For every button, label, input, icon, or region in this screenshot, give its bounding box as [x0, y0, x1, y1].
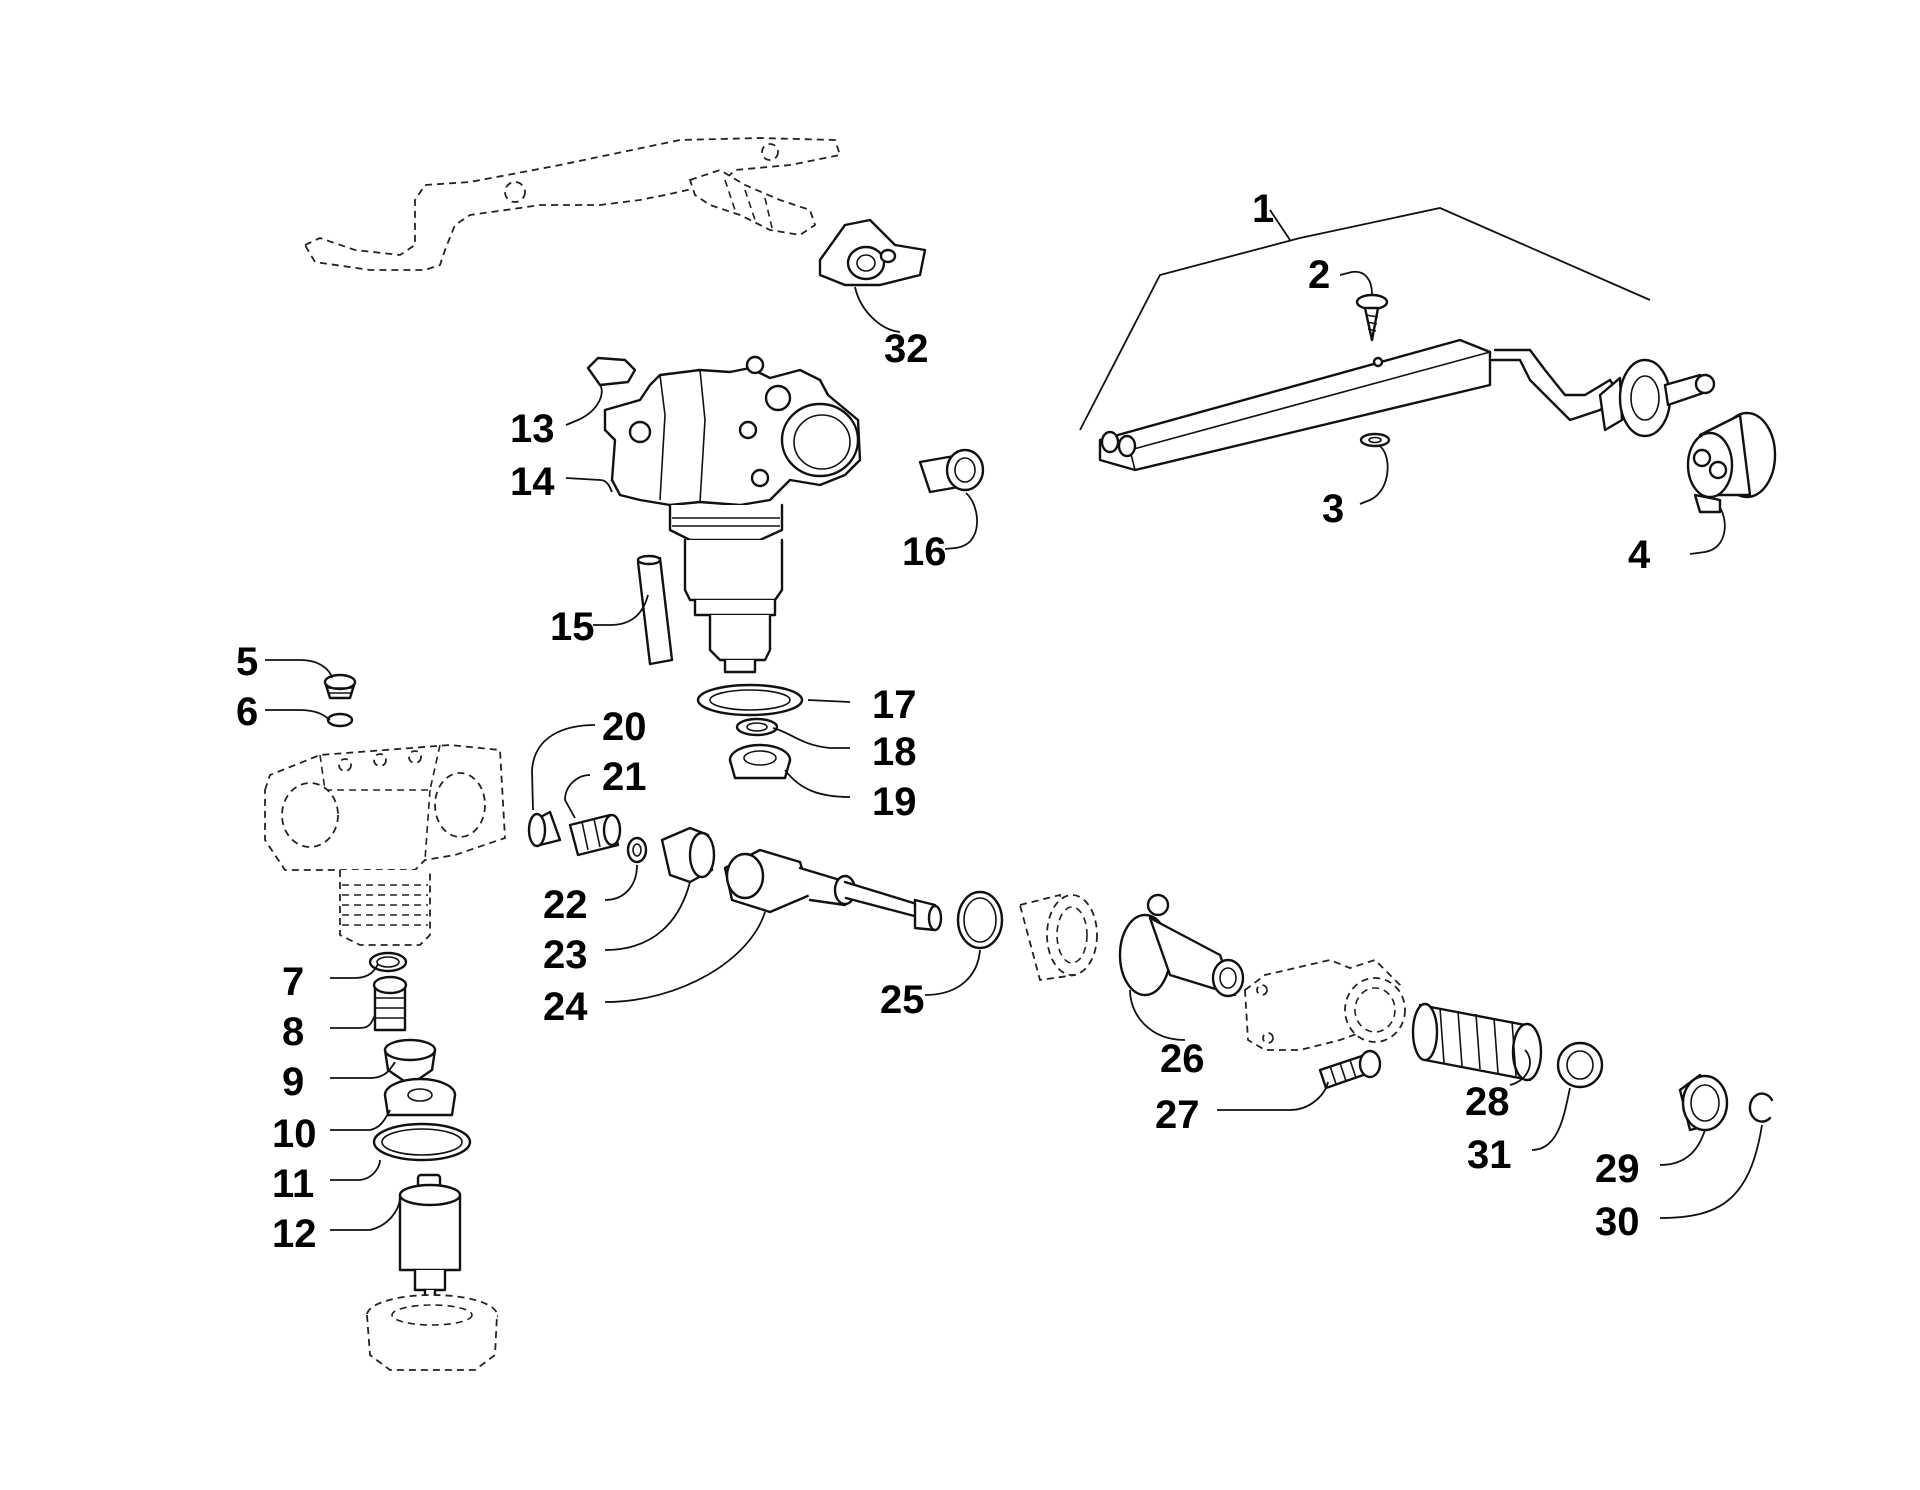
part-10-disc	[383, 1077, 457, 1117]
part-24-plunger	[723, 848, 943, 932]
part-25-oring	[956, 890, 1004, 950]
callout-9: 9	[282, 1060, 304, 1104]
leader-lines	[265, 270, 1763, 1231]
part-13-nut	[586, 356, 637, 387]
callout-19: 19	[872, 780, 917, 824]
part-27-bolt	[1318, 1049, 1382, 1090]
part-2-screw	[1355, 293, 1389, 342]
callout-28: 28	[1465, 1080, 1510, 1124]
callout-23: 23	[543, 933, 588, 977]
part-12-nozzle	[398, 1173, 462, 1302]
callout-2: 2	[1308, 253, 1330, 297]
callout-12: 12	[272, 1212, 317, 1256]
part-6-washer	[326, 712, 354, 728]
callout-21: 21	[602, 755, 647, 799]
sleeve-ghost	[1018, 893, 1098, 982]
callout-31: 31	[1467, 1133, 1512, 1177]
part-4-regulator	[1686, 411, 1777, 514]
callout-27: 27	[1155, 1093, 1200, 1137]
callout-14: 14	[510, 460, 555, 504]
callout-3: 3	[1322, 487, 1344, 531]
nozzle-holder-ghost	[366, 1294, 498, 1371]
callout-1: 1	[1252, 187, 1274, 231]
callout-15: 15	[550, 605, 595, 649]
callout-labels: 1 2 3 4 5 6 7 8 9 10 11 12 13 14 15 16 1…	[236, 187, 1651, 1256]
part-3-washer	[1359, 432, 1391, 448]
part-1-bracket-lines	[1079, 207, 1651, 431]
part-5-plug	[323, 673, 357, 700]
callout-6: 6	[236, 690, 258, 734]
part-26-flanged-tube	[1118, 893, 1245, 998]
part-28-spring	[1411, 1002, 1543, 1082]
callout-11: 11	[272, 1162, 314, 1206]
part-7-oring	[368, 951, 408, 973]
part-19-seal	[728, 743, 792, 780]
part-23-valve-cone	[660, 826, 716, 884]
part-30-clip	[1748, 1092, 1774, 1123]
callout-7: 7	[282, 960, 304, 1004]
callout-26: 26	[1160, 1037, 1205, 1081]
linkage-arm-ghost	[303, 137, 842, 271]
callout-29: 29	[1595, 1147, 1640, 1191]
part-15-pin	[636, 554, 674, 666]
callout-20: 20	[602, 705, 647, 749]
part-1-fuel-rail	[1098, 338, 1716, 472]
part-20-cap	[527, 810, 562, 848]
callout-16: 16	[902, 530, 947, 574]
part-18-washer	[735, 717, 779, 737]
callout-30: 30	[1595, 1200, 1640, 1244]
callout-24: 24	[543, 985, 588, 1029]
part-17-gasket	[696, 683, 804, 717]
part-29-bushing	[1678, 1073, 1729, 1132]
callout-8: 8	[282, 1010, 304, 1054]
lower-housing-ghost	[1244, 958, 1406, 1051]
callout-32: 32	[884, 327, 929, 371]
part-32-bracket	[818, 218, 927, 287]
part-31-bushing	[1556, 1041, 1604, 1089]
valve-housing-ghost	[264, 744, 506, 946]
part-16-fitting	[918, 448, 985, 494]
callout-10: 10	[272, 1112, 317, 1156]
callout-22: 22	[543, 883, 588, 927]
part-9-valve-tip	[383, 1038, 437, 1087]
part-8-spring-seat	[372, 975, 408, 1032]
callout-5: 5	[236, 640, 258, 684]
part-22-oring	[626, 836, 648, 864]
callout-18: 18	[872, 730, 917, 774]
callout-25: 25	[880, 978, 925, 1022]
part-11-snap-ring	[372, 1122, 472, 1162]
callout-13: 13	[510, 407, 555, 451]
part-14-pump-body	[603, 355, 862, 674]
callout-17: 17	[872, 683, 917, 727]
part-21-spring	[568, 813, 622, 857]
callout-4: 4	[1628, 533, 1651, 577]
